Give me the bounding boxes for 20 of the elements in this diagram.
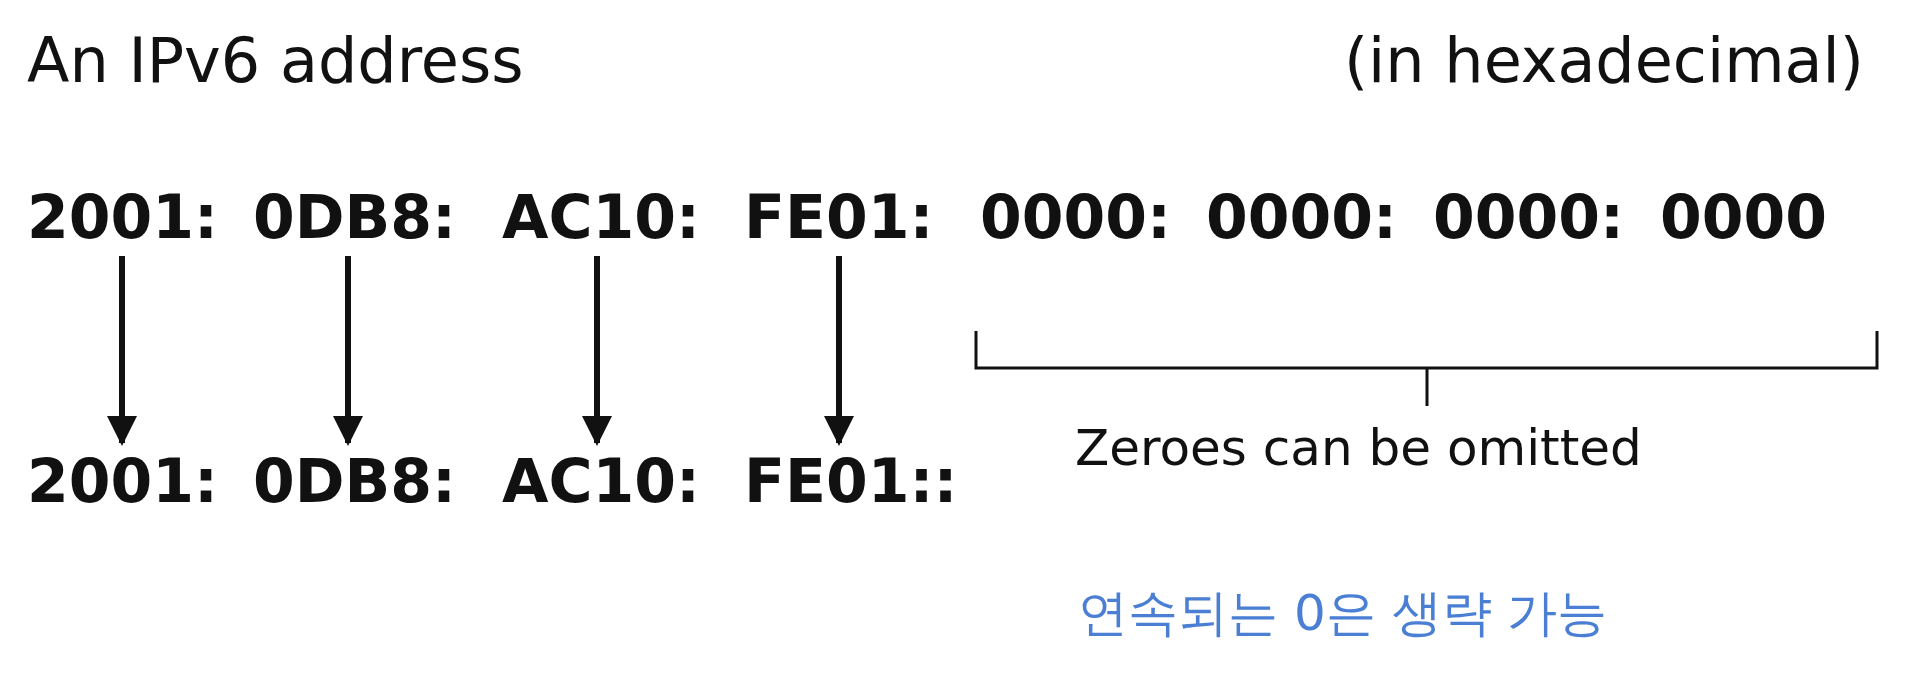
arrow: [107, 256, 137, 446]
address-group: FE01::: [744, 447, 958, 516]
arrow: [824, 256, 854, 446]
title: An IPv6 address: [27, 25, 524, 97]
address-group: 2001:: [27, 447, 218, 516]
bracket-caption: Zeroes can be omitted: [1075, 420, 1642, 478]
address-group: 0DB8:: [253, 447, 457, 516]
subtitle: (in hexadecimal): [1343, 25, 1864, 97]
translation-note: 연속되는 0은 생략 가능: [1078, 585, 1608, 643]
address-group: 0000:: [980, 183, 1171, 252]
address-group: AC10:: [502, 447, 700, 516]
arrow: [333, 256, 363, 446]
address-group: 0000:: [1206, 183, 1397, 252]
address-group: 0000:: [1433, 183, 1624, 252]
arrow: [582, 256, 612, 446]
address-group: 0000: [1660, 183, 1827, 252]
address-group: FE01:: [744, 183, 934, 252]
address-group: AC10:: [502, 183, 700, 252]
address-group: 2001:: [27, 183, 218, 252]
address-group: 0DB8:: [253, 183, 457, 252]
